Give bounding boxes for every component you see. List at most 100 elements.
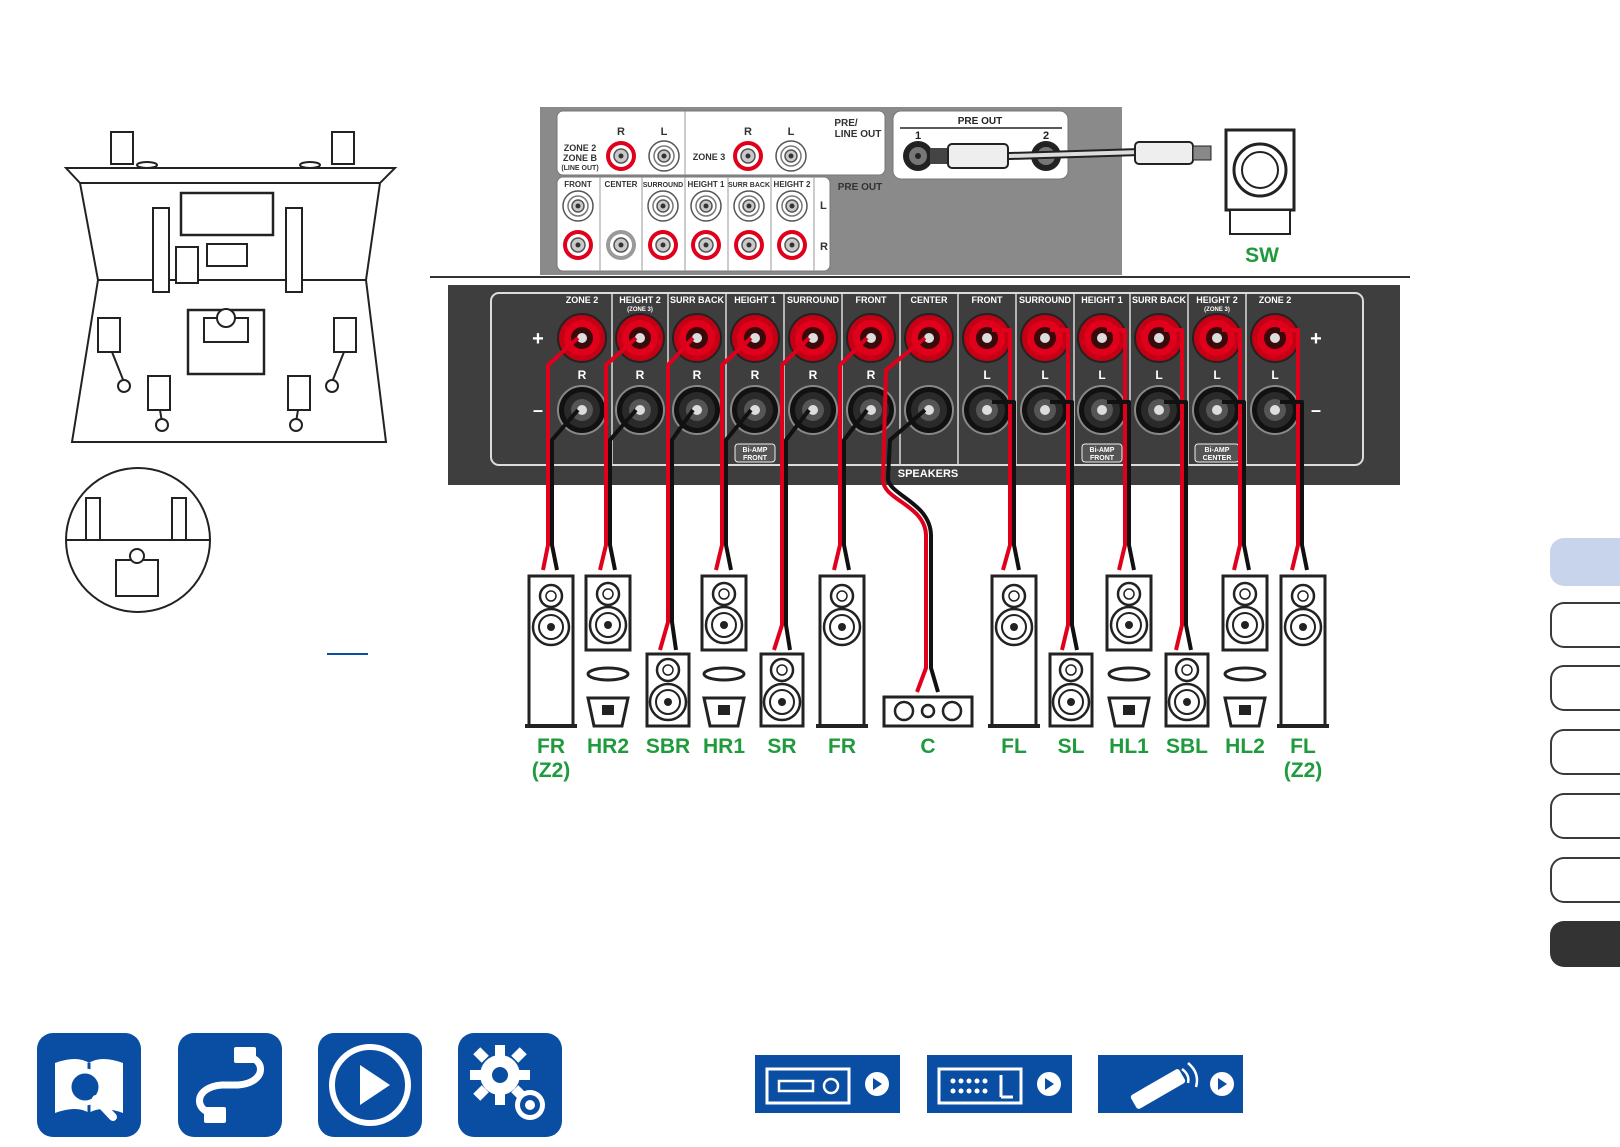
height-speaker-hr2 xyxy=(584,574,632,728)
sub-out-2: 2 xyxy=(1043,130,1049,142)
remote-control-icon[interactable] xyxy=(1098,1055,1243,1113)
zone3-r-label: R xyxy=(744,126,752,138)
tower-speaker-fr xyxy=(816,574,868,728)
l-lbl-3: L xyxy=(1098,368,1105,382)
preout-l-label: L xyxy=(820,200,827,212)
hdr-r-zone2: ZONE 2 xyxy=(566,295,599,305)
hdr-r-height2: HEIGHT 2 xyxy=(619,295,661,305)
hdr-l-front: FRONT xyxy=(972,295,1003,305)
receiver-rear-icon[interactable] xyxy=(927,1055,1072,1113)
side-tab-4[interactable] xyxy=(1550,729,1620,775)
subwoofer-label: SW xyxy=(1245,244,1279,267)
hdr-l-surrback: SURR BACK xyxy=(1132,295,1187,305)
label-c: C xyxy=(920,735,935,758)
side-tab-1[interactable] xyxy=(1550,538,1620,586)
label-sbl: SBL xyxy=(1166,735,1208,758)
minus-left: – xyxy=(533,400,543,420)
bookshelf-speaker-sl xyxy=(1048,652,1094,728)
label-hl2: HL2 xyxy=(1225,735,1265,758)
height-speaker-hr1 xyxy=(700,574,748,728)
hdr-center: CENTER xyxy=(910,295,948,305)
speakers-label: SPEAKERS xyxy=(898,468,959,480)
hdr-r-front: FRONT xyxy=(856,295,887,305)
zone2-r-label: R xyxy=(617,126,625,138)
side-tab-5[interactable] xyxy=(1550,793,1620,839)
side-tab-7[interactable] xyxy=(1550,921,1620,967)
hdr-r-surrback: SURR BACK xyxy=(670,295,725,305)
label-hr2: HR2 xyxy=(587,735,629,758)
tower-speaker-fl xyxy=(988,574,1040,728)
sub-preout-title: PRE OUT xyxy=(958,116,1002,127)
side-view-inset xyxy=(65,467,211,613)
r-lbl-6: R xyxy=(867,368,876,382)
cable-icon[interactable] xyxy=(178,1033,282,1137)
zone2-label: ZONE 2 xyxy=(564,143,597,153)
play-icon[interactable] xyxy=(318,1033,422,1137)
label-sr: SR xyxy=(767,735,796,758)
label-fl-z2-sub: (Z2) xyxy=(1284,759,1323,782)
sub-out-1: 1 xyxy=(915,130,921,142)
side-tab-2[interactable] xyxy=(1550,602,1620,648)
bookshelf-speaker-sbr xyxy=(645,652,691,728)
biamp-2: Bi-AMP xyxy=(1090,447,1115,454)
biamp-1: Bi-AMP xyxy=(743,447,768,454)
biamp-3-center: CENTER xyxy=(1203,455,1232,462)
ch-surround: SURROUND xyxy=(643,182,683,189)
ch-height1: HEIGHT 1 xyxy=(688,180,725,189)
label-fr: FR xyxy=(828,735,856,758)
side-tab-6[interactable] xyxy=(1550,857,1620,903)
l-lbl-4: L xyxy=(1155,368,1162,382)
hdr-l-height2: HEIGHT 2 xyxy=(1196,295,1238,305)
ch-height2: HEIGHT 2 xyxy=(774,180,811,189)
l-lbl-5: L xyxy=(1213,368,1220,382)
l-lbl-1: L xyxy=(983,368,990,382)
ch-front: FRONT xyxy=(564,180,592,189)
receiver-front-icon[interactable] xyxy=(755,1055,900,1113)
speaker-wires xyxy=(541,328,1309,693)
zone3-label: ZONE 3 xyxy=(693,152,726,162)
height-speaker-hl2 xyxy=(1221,574,1269,728)
tower-speaker-fl-z2 xyxy=(1277,574,1329,728)
r-lbl-4: R xyxy=(751,368,760,382)
label-fl-z2: FL xyxy=(1290,735,1316,758)
biamp-3: Bi-AMP xyxy=(1205,447,1230,454)
side-tab-3[interactable] xyxy=(1550,665,1620,711)
hdr-l-surround: SURROUND xyxy=(1019,295,1072,305)
ch-center: CENTER xyxy=(605,180,638,189)
zone2-l-label: L xyxy=(661,126,668,138)
speaker-labels: FR (Z2) HR2 SBR HR1 SR FR C FL SL HL1 SB… xyxy=(532,735,1323,782)
manual-search-icon[interactable] xyxy=(37,1033,141,1137)
r-lbl-2: R xyxy=(636,368,645,382)
r-lbl-3: R xyxy=(693,368,702,382)
label-fl: FL xyxy=(1001,735,1027,758)
label-hr1: HR1 xyxy=(703,735,745,758)
label-fr-z2-sub: (Z2) xyxy=(532,759,571,782)
hdr-l-height1: HEIGHT 1 xyxy=(1081,295,1123,305)
hdr-r-surround: SURROUND xyxy=(787,295,840,305)
pre-line-out-label-2: LINE OUT xyxy=(835,129,882,140)
biamp-1-front: FRONT xyxy=(743,455,768,462)
plus-right: + xyxy=(1310,328,1322,350)
label-sl: SL xyxy=(1058,735,1085,758)
settings-gears-icon[interactable] xyxy=(458,1033,562,1137)
plus-left: + xyxy=(532,328,544,350)
hdr-l-zone2: ZONE 2 xyxy=(1259,295,1292,305)
bookshelf-speaker-sr xyxy=(759,652,805,728)
pre-line-out-label-1: PRE/ xyxy=(834,118,858,129)
hdr-l-zone3: (ZONE 3) xyxy=(1204,307,1230,313)
speakers xyxy=(525,574,1329,728)
room-illustration xyxy=(63,131,398,443)
minus-right: – xyxy=(1311,400,1321,420)
l-lbl-6: L xyxy=(1271,368,1278,382)
zoneb-label: ZONE B xyxy=(563,153,598,163)
label-fr-z2: FR xyxy=(537,735,565,758)
subwoofer-icon xyxy=(1224,128,1296,235)
hdr-r-zone3: (ZONE 3) xyxy=(627,307,653,313)
bookshelf-speaker-sbl xyxy=(1164,652,1210,728)
height-speaker-hl1 xyxy=(1105,574,1153,728)
tower-speaker-fr-z2 xyxy=(525,574,577,728)
label-sbr: SBR xyxy=(646,735,690,758)
pre-out-label: PRE OUT xyxy=(838,182,882,193)
preout-panel: ZONE 2 ZONE B (LINE OUT) R L ZONE 3 R L … xyxy=(540,107,1122,275)
